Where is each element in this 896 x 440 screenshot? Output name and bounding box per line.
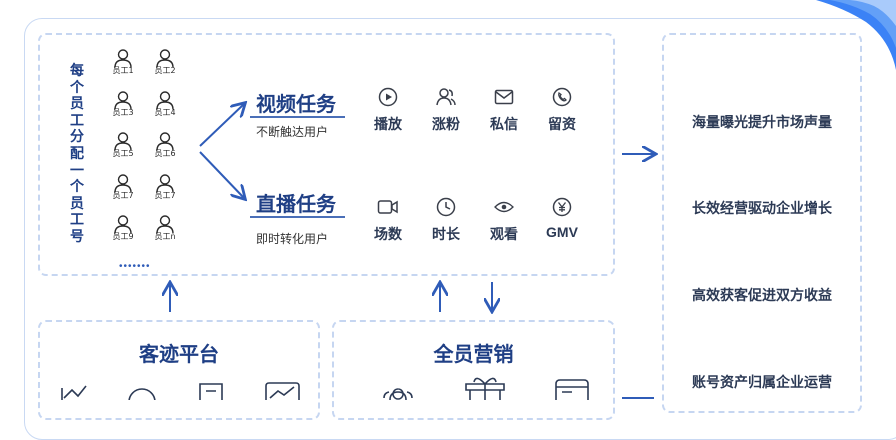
live-task-subtitle: 即时转化用户 [256,232,329,246]
metric-fans: 涨粉 [418,86,474,134]
employee-label: 员工9 [112,232,134,241]
employees-more: ••••••• [119,261,151,272]
metric-sessions: 场数 [360,196,416,244]
employee-item: 员工9 [108,215,138,241]
metric-lead: 留资 [534,86,590,134]
person-icon [150,90,180,110]
employee-item: 员工5 [108,132,138,158]
camera-icon [360,196,416,218]
diagram-frame [24,18,896,440]
employee-label: 员工4 [154,107,176,117]
video-task-subtitle: 不断触达用户 [256,125,329,139]
employee-label: 员工7 [154,190,176,200]
benefit-4: 账号资产归属企业运营 [692,374,832,390]
browser-icon [555,379,589,400]
employee-item: 员工7 [108,173,138,200]
employee-label: 员工2 [154,66,176,75]
employee-label: 员工1 [112,66,134,75]
live-task-underline [250,216,345,218]
person-icon [108,132,138,151]
employee-task-panel [38,33,615,276]
employee-id-label: 每个员工分配一个员工号 [70,62,84,244]
employee-label: 员工5 [112,149,134,158]
employee-item: 员工2 [150,49,180,75]
employee-item: 员工7 [150,173,180,200]
live-task-title: 直播任务 [256,194,336,216]
employee-item: 员工n [150,215,180,241]
person-icon [150,49,180,68]
employee-item: 员工1 [108,49,138,75]
metric-duration: 时长 [418,196,474,244]
employee-label: 员工7 [112,190,134,200]
arrow-to-video-task [199,104,244,147]
video-task-title: 视频任务 [256,94,336,116]
person-icon [150,173,180,193]
employee-label: 员工3 [112,107,134,117]
benefit-3: 高效获客促进双方收益 [692,287,832,303]
arrow-to-live-task [199,151,244,198]
eye-icon [476,196,532,218]
employee-label: 员工6 [154,149,176,158]
mail-icon [476,86,532,108]
person-icon [108,215,138,234]
yen-icon [534,196,590,218]
corner-decoration [816,0,896,70]
employee-item: 员工6 [150,132,180,158]
phone-icon [534,86,590,108]
gift-icon [465,377,505,400]
chart-line-icon [61,385,87,400]
play-icon [360,86,416,108]
metric-play: 播放 [360,86,416,134]
yen-coin-icon [128,388,156,400]
all-staff-marketing-title: 全员营销 [433,344,514,366]
benefit-2: 长效经营驱动企业增长 [692,200,832,216]
employee-item: 员工4 [150,90,180,117]
fans-icon [418,86,474,108]
benefit-1: 海量曝光提升市场声量 [692,114,832,130]
employee-label: 员工n [154,232,176,241]
metric-views: 观看 [476,196,532,244]
person-icon [108,49,138,68]
clock-icon [418,196,474,218]
document-icon [199,383,223,400]
trend-chart-icon [265,382,300,400]
person-icon [150,132,180,151]
employee-item: 员工3 [108,90,138,117]
person-icon [108,173,138,193]
person-icon [150,215,180,234]
team-icon [383,388,413,400]
metric-mail: 私信 [476,86,532,134]
platform-title: 客迹平台 [139,344,219,366]
video-task-underline [250,116,345,118]
connector-arrows [61,0,896,400]
metric-gmv: GMV [534,196,590,240]
person-icon [108,90,138,110]
